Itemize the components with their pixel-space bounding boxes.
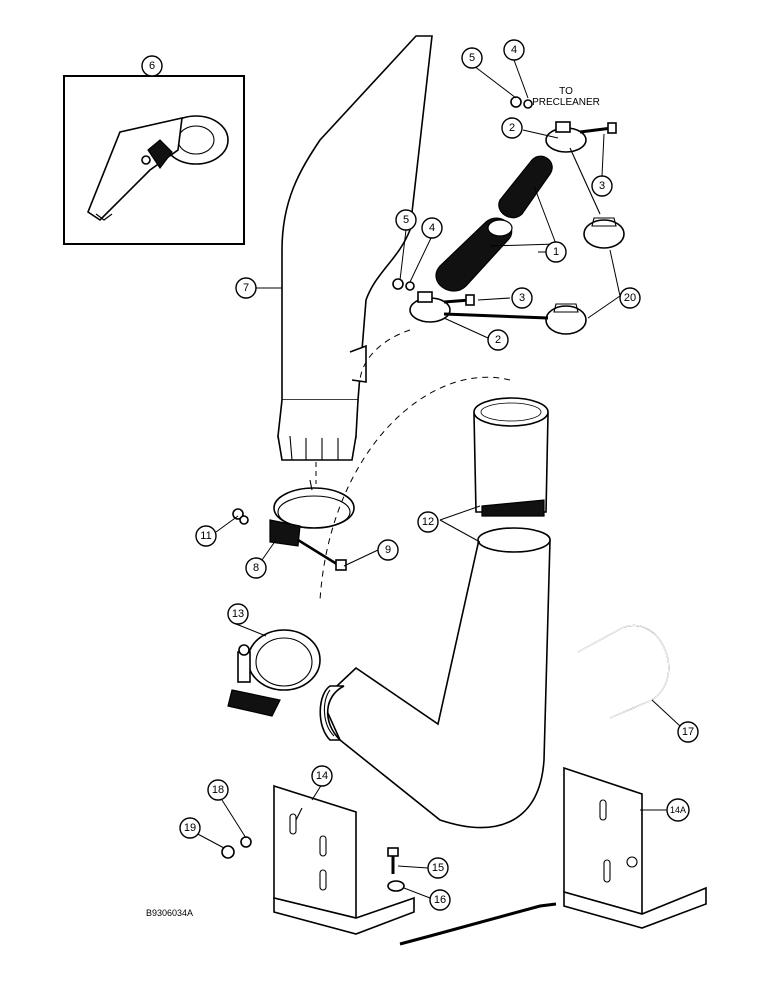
callout-9: 9 [377, 539, 399, 561]
callout-12: 12 [417, 511, 439, 533]
svg-text:1: 1 [553, 246, 559, 258]
callout-3-lower: 3 [511, 287, 533, 309]
svg-text:13: 13 [232, 608, 244, 620]
svg-text:17: 17 [682, 726, 694, 738]
svg-text:4: 4 [429, 222, 435, 234]
svg-text:5: 5 [403, 214, 409, 226]
svg-text:11: 11 [200, 530, 211, 542]
callout-4-lower: 4 [421, 217, 443, 239]
callout-15: 15 [427, 857, 449, 879]
u-bolt-17 [577, 625, 670, 719]
callout-18: 18 [207, 779, 229, 801]
callout-17: 17 [677, 721, 699, 743]
clamp-20-upper [583, 217, 625, 249]
callout-5-upper: 5 [461, 47, 483, 69]
bolt-3-upper [579, 122, 617, 134]
nut-11 [232, 508, 249, 525]
hose-upper [498, 155, 553, 219]
svg-text:2: 2 [509, 122, 515, 134]
svg-text:5: 5 [469, 52, 475, 64]
svg-text:14: 14 [316, 770, 328, 782]
bolt-3-lower [443, 294, 475, 306]
to-label: TO [559, 86, 573, 97]
svg-text:7: 7 [243, 282, 249, 294]
svg-text:16: 16 [434, 894, 446, 906]
svg-text:20: 20 [624, 292, 636, 304]
callout-8: 8 [245, 557, 267, 579]
callout-14: 14 [311, 765, 333, 787]
clamp-2-lower [409, 291, 451, 323]
exhaust-stack [277, 35, 433, 461]
bracket-14a [563, 766, 707, 929]
inset-rain-cap-detail [63, 75, 245, 245]
callout-1: 1 [545, 241, 567, 263]
leader-lines [151, 59, 681, 899]
svg-text:18: 18 [212, 784, 224, 796]
washer-16 [387, 880, 405, 892]
callout-13: 13 [227, 603, 249, 625]
callout-19: 19 [179, 817, 201, 839]
precleaner-label: PRECLEANER [532, 97, 600, 108]
callout-4-upper: 4 [503, 39, 525, 61]
bolt-9 [297, 538, 347, 571]
callout-14a: 14A [666, 798, 690, 822]
bracket-14 [273, 784, 415, 935]
callout-11: 11 [195, 525, 217, 547]
callout-2-upper: 2 [501, 117, 523, 139]
callout-16: 16 [429, 889, 451, 911]
clamp-2-upper [545, 121, 587, 153]
svg-text:19: 19 [184, 822, 196, 834]
callout-20: 20 [619, 287, 641, 309]
clamp-20-lower [545, 303, 587, 335]
svg-text:14A: 14A [670, 805, 686, 815]
svg-text:9: 9 [385, 544, 391, 556]
nut-washer-upper [510, 96, 533, 109]
callout-6: 6 [141, 55, 163, 77]
bolt-15 [387, 847, 399, 874]
svg-text:3: 3 [599, 180, 605, 192]
svg-text:8: 8 [253, 562, 259, 574]
callout-3-upper: 3 [591, 175, 613, 197]
svg-text:15: 15 [432, 862, 444, 874]
figure-id: B9306034A [146, 908, 193, 918]
svg-text:3: 3 [519, 292, 525, 304]
v-band-clamp-13 [227, 629, 321, 717]
hose-lower [435, 217, 513, 292]
svg-text:6: 6 [149, 60, 155, 72]
pipe-lower-section [319, 527, 551, 829]
callout-5-lower: 5 [395, 209, 417, 231]
nut-washer-lower [392, 278, 415, 291]
pipe-upper-section [473, 397, 549, 517]
callout-7: 7 [235, 277, 257, 299]
callout-2-lower: 2 [487, 329, 509, 351]
nut-18 [240, 836, 252, 848]
svg-text:4: 4 [511, 44, 517, 56]
washer-19 [221, 845, 235, 859]
svg-text:2: 2 [495, 334, 501, 346]
band-clamp-8 [269, 479, 355, 547]
svg-text:12: 12 [422, 516, 434, 528]
